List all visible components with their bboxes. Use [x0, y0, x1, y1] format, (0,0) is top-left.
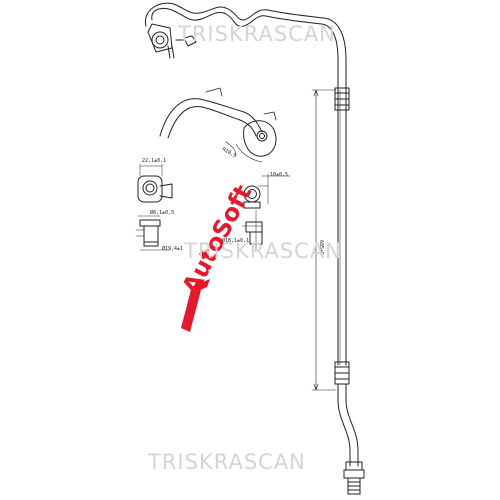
detail-fitting-left — [137, 163, 173, 203]
detail-fitting-right — [243, 173, 291, 209]
dim-label-3: Ø8,1±0,5 — [150, 209, 174, 216]
main-hose — [144, 2, 365, 495]
dim-label-4: Ø19,4±1 — [162, 245, 183, 252]
dim-label-6: R10,5 — [221, 147, 237, 160]
dim-label-2: 10±0,5 — [270, 172, 288, 178]
dim-label-1: 22,1±0,1 — [142, 158, 166, 164]
length-dimension — [311, 89, 337, 391]
secondary-hose — [159, 87, 277, 163]
watermark-bottom: TRISKRASCAN — [148, 450, 306, 474]
detail-section-right — [241, 209, 263, 251]
detail-section-left — [135, 215, 171, 251]
dim-label-5: Ø18,1±0,1 — [222, 237, 249, 244]
watermark-top: TRISKRASCAN — [178, 22, 336, 46]
top-fitting — [147, 23, 197, 59]
dim-label-7: 685±5 — [318, 240, 324, 255]
watermark-middle: TRISKRASCAN — [184, 239, 342, 263]
